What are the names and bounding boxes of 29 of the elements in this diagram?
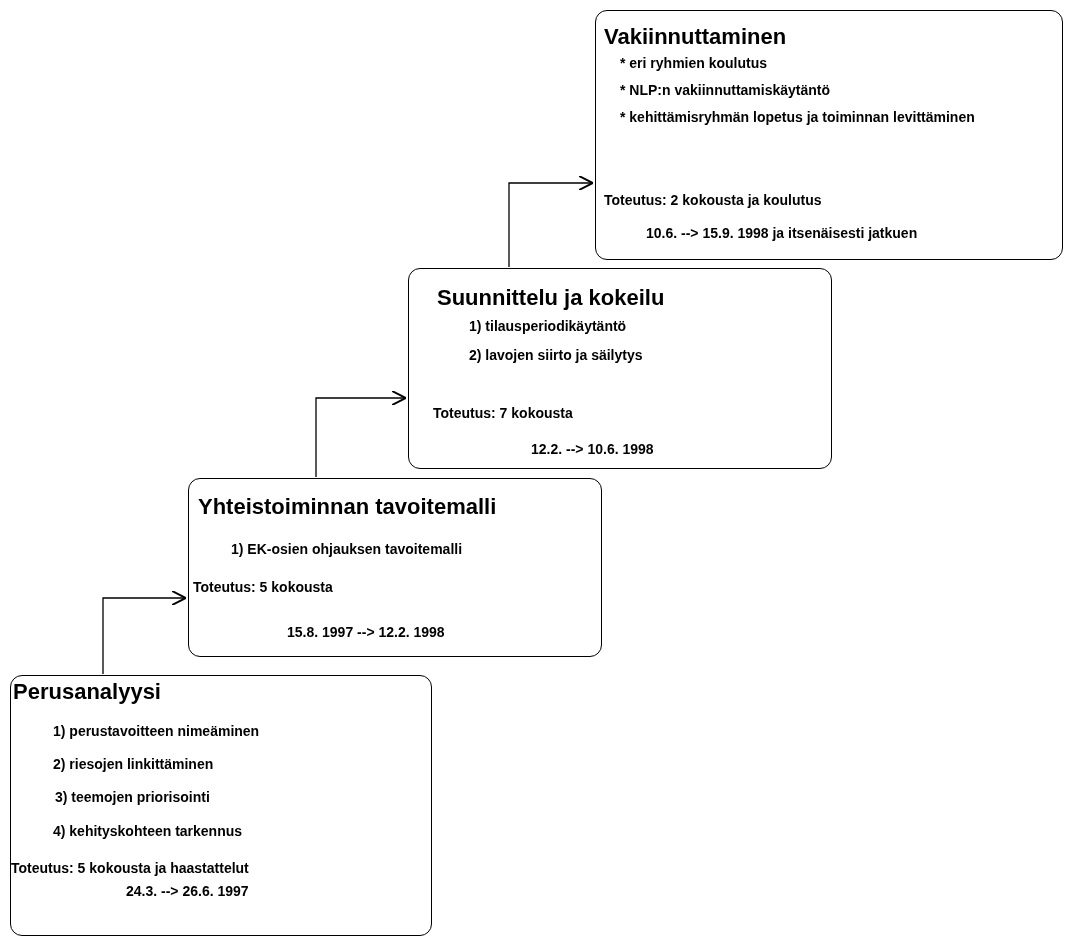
stage-text: 12.2. --> 10.6. 1998 bbox=[531, 441, 654, 458]
stage-text: 10.6. --> 15.9. 1998 ja itsenäisesti jatkuen bbox=[646, 225, 918, 242]
stage-text: 1) tilausperiodikäytäntö bbox=[469, 318, 627, 335]
stage-box bbox=[10, 675, 432, 936]
stage-text: 1) EK-osien ohjauksen tavoitemalli bbox=[231, 541, 463, 558]
stage-heading: Vakiinnuttaminen bbox=[604, 24, 787, 51]
stage-text: 4) kehityskohteen tarkennus bbox=[53, 823, 243, 840]
stage-text: * eri ryhmien koulutus bbox=[620, 55, 768, 72]
arrow bbox=[102, 590, 187, 675]
stage-box bbox=[595, 10, 1063, 260]
stage-heading: Yhteistoiminnan tavoitemalli bbox=[198, 494, 497, 521]
stage-text: Toteutus: 2 kokousta ja koulutus bbox=[604, 192, 822, 209]
arrow bbox=[508, 175, 594, 268]
stage-text: Toteutus: 7 kokousta bbox=[433, 405, 573, 422]
stage-text: 2) riesojen linkittäminen bbox=[53, 756, 214, 773]
stage-text: 1) perustavoitteen nimeäminen bbox=[53, 723, 260, 740]
stage-text: * kehittämisryhmän lopetus ja toiminnan levittäminen bbox=[620, 109, 976, 126]
stage-text: 24.3. --> 26.6. 1997 bbox=[126, 883, 249, 900]
stage-text: 3) teemojen priorisointi bbox=[55, 789, 210, 806]
stage-text: Toteutus: 5 kokousta bbox=[193, 579, 333, 596]
stage-text: Toteutus: 5 kokousta ja haastattelut bbox=[11, 860, 249, 877]
stage-text: 2) lavojen siirto ja säilytys bbox=[469, 347, 643, 364]
stage-text: * NLP:n vakiinnuttamiskäytäntö bbox=[620, 82, 831, 99]
stage-heading: Perusanalyysi bbox=[13, 679, 161, 706]
arrow bbox=[315, 390, 407, 478]
stage-box bbox=[188, 478, 602, 657]
stage-box bbox=[408, 268, 832, 469]
stage-heading: Suunnittelu ja kokeilu bbox=[437, 285, 665, 312]
stage-text: 15.8. 1997 --> 12.2. 1998 bbox=[287, 624, 445, 641]
